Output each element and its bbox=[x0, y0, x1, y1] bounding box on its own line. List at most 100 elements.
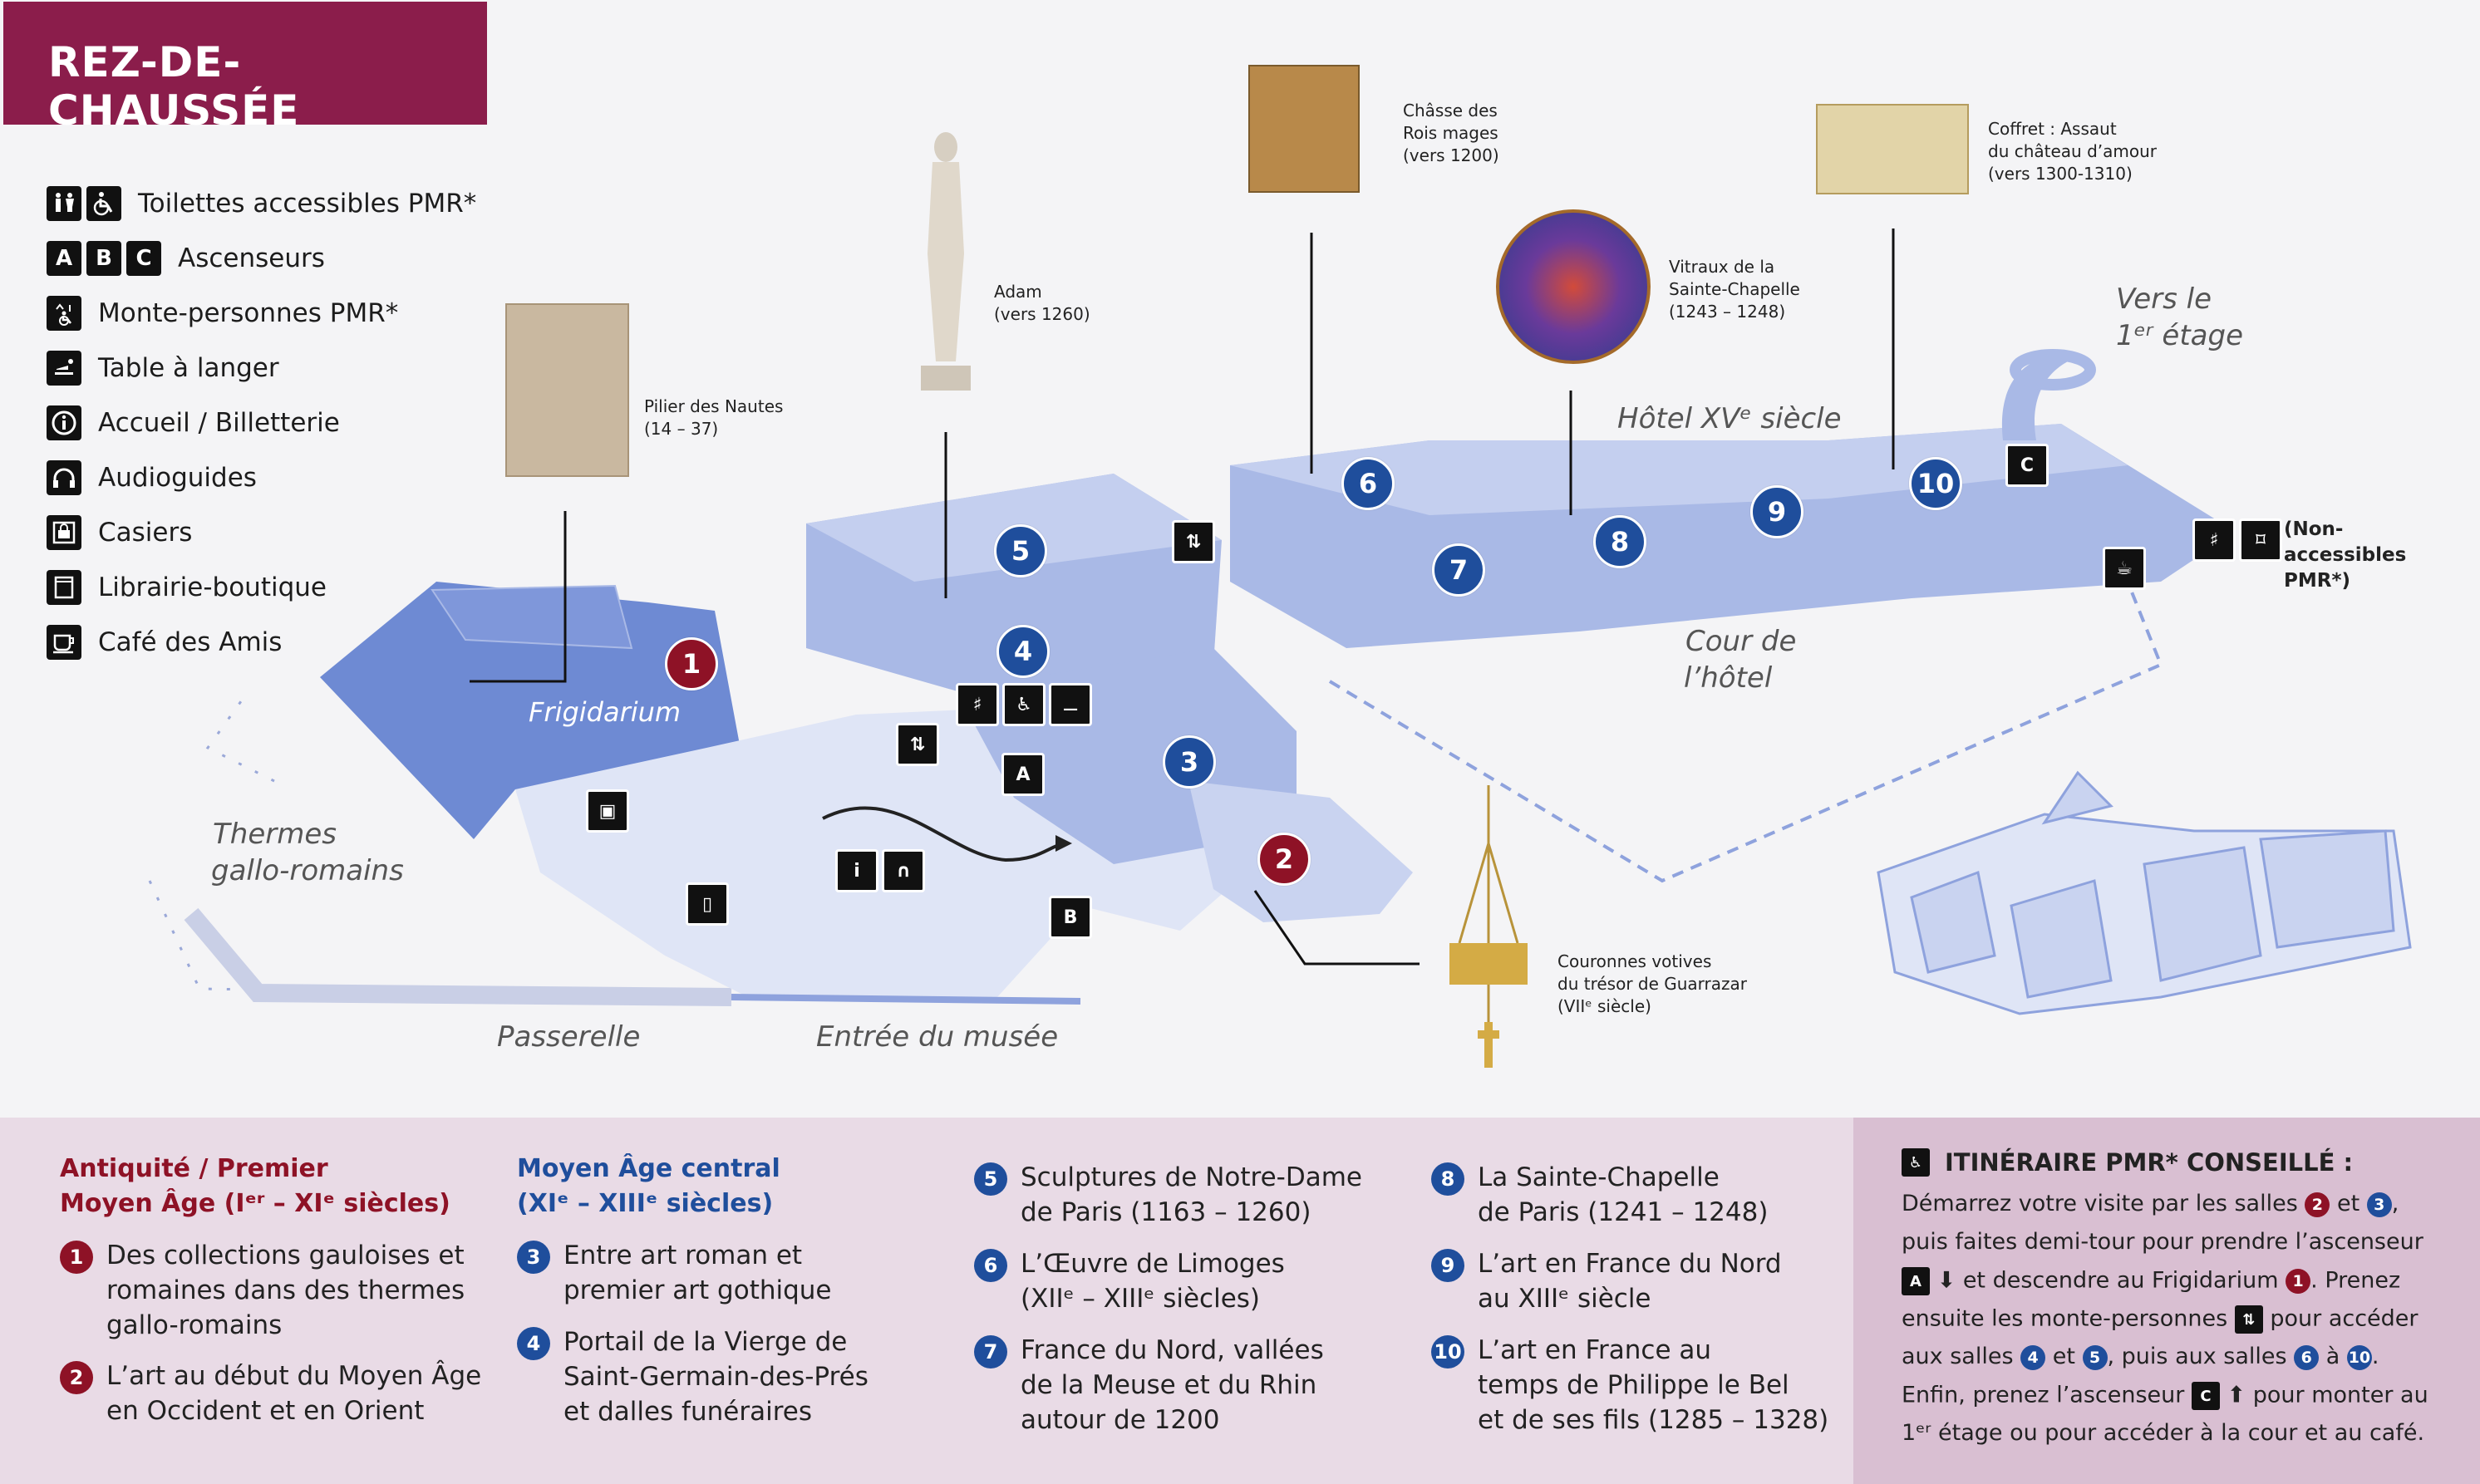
pmr-line: A ⬇ et descendre au Frigidarium 1. Prene… bbox=[1902, 1267, 2400, 1295]
room-4-marker[interactable]: 4 bbox=[996, 625, 1050, 678]
elevator-b-map-icon: B bbox=[1049, 896, 1092, 939]
wheelchair-icon: ♿ bbox=[1002, 683, 1046, 726]
vers-etage-label-1: Vers le bbox=[2116, 283, 2212, 316]
title-banner: REZ-DE-CHAUSSÉE bbox=[3, 2, 487, 135]
room-2-marker[interactable]: 2 bbox=[1257, 833, 1311, 886]
moyen-age-heading: Moyen Âge central (XIᵉ – XIIIᵉ siècles) bbox=[517, 1154, 780, 1218]
legend-item-lockers: Casiers bbox=[47, 512, 192, 553]
shop-map-icon: ▯ bbox=[686, 882, 729, 926]
wc-icon: ♯ bbox=[956, 683, 999, 726]
pmr-line: Démarrez votre visite par les salles 2 e… bbox=[1902, 1191, 2399, 1217]
down-arrow-icon: ⬇ bbox=[1936, 1267, 1956, 1294]
legend-label: Audioguides bbox=[98, 463, 257, 493]
room-8-marker[interactable]: 8 bbox=[1593, 515, 1646, 568]
room-5-marker[interactable]: 5 bbox=[994, 524, 1047, 577]
wc-icon bbox=[47, 186, 81, 221]
elevator-b-icon: B bbox=[86, 241, 121, 276]
wheelchair-icon bbox=[86, 186, 121, 221]
baby-change-icon: ⚊ bbox=[1049, 683, 1092, 726]
lift-map-icon: ⇅ bbox=[1172, 520, 1215, 563]
legend-label: Toilettes accessibles PMR* bbox=[138, 189, 477, 219]
cour-label-1: Cour de bbox=[1685, 625, 1797, 658]
antiquite-heading: Antiquité / Premier Moyen Âge (Iᵉʳ – XIᵉ… bbox=[60, 1154, 450, 1218]
lift-icon bbox=[47, 296, 81, 331]
pmr-panel bbox=[1853, 1118, 2480, 1484]
room-3-marker[interactable]: 3 bbox=[1163, 735, 1216, 789]
locker-map-icon: ▣ bbox=[586, 789, 629, 833]
room-9-marker[interactable]: 9 bbox=[1750, 485, 1803, 538]
legend-label: Casiers bbox=[98, 518, 193, 548]
thermes-label-1: Thermes bbox=[213, 818, 337, 851]
adam-caption: Adam(vers 1260) bbox=[994, 282, 1090, 324]
couronnes-votives-image bbox=[1443, 785, 1534, 1084]
entree-label: Entrée du musée bbox=[816, 1020, 1059, 1054]
elevator-a-icon: A bbox=[47, 241, 81, 276]
headphones-icon bbox=[47, 460, 81, 495]
legend-item-info: Accueil / Billetterie bbox=[47, 402, 340, 444]
legend-label: Ascenseurs bbox=[178, 243, 325, 273]
legend-label: Café des Amis bbox=[98, 627, 283, 657]
pilier-nautes-caption: Pilier des Nautes(14 – 37) bbox=[644, 396, 784, 439]
wheelchair-icon: ♿ bbox=[1902, 1148, 1930, 1177]
wc-icon: ♯ bbox=[2192, 518, 2236, 562]
thermes-ruins bbox=[148, 689, 1297, 1006]
elevator-c-map-icon: C bbox=[2005, 444, 2049, 487]
room-6-marker[interactable]: 6 bbox=[1341, 457, 1395, 510]
vitraux-image bbox=[1496, 209, 1651, 364]
up-arrow-icon: ⬆ bbox=[2227, 1382, 2246, 1408]
legend-label: Monte-personnes PMR* bbox=[98, 298, 399, 328]
non-accessible-label: (Non- accessibles PMR*) bbox=[2284, 518, 2407, 592]
cour-label-2: l’hôtel bbox=[1684, 661, 1773, 695]
elevator-c-icon: C bbox=[126, 241, 161, 276]
entrance-arrow bbox=[822, 806, 1065, 862]
locker-icon bbox=[47, 515, 81, 550]
headphones-icon: ∩ bbox=[882, 849, 925, 892]
elevator-a-icon: A bbox=[1902, 1267, 1930, 1295]
toilets-map-icons: ♯ ♿ ⚊ bbox=[956, 683, 1092, 726]
room-7-marker[interactable]: 7 bbox=[1432, 543, 1485, 597]
stairs-icon: ⌑ bbox=[2239, 518, 2282, 562]
spiral-stair bbox=[2001, 349, 2096, 440]
thermes-label-2: gallo-romains bbox=[211, 854, 404, 887]
legend-item-audio: Audioguides bbox=[47, 457, 257, 499]
info-audio-map-icons: i ∩ bbox=[835, 849, 925, 892]
legend-label: Table à langer bbox=[98, 353, 279, 383]
legend-item-shop: Librairie-boutique bbox=[47, 567, 327, 608]
legend-item-toilets: Toilettes accessibles PMR* bbox=[47, 183, 476, 224]
info-icon: i bbox=[835, 849, 878, 892]
legend-label: Librairie-boutique bbox=[98, 572, 327, 602]
lift-icon: ⇅ bbox=[2234, 1305, 2263, 1334]
passerelle-label: Passerelle bbox=[497, 1020, 641, 1054]
leader-lines bbox=[470, 228, 1895, 966]
pmr-line: aux salles 4 et 5, puis aux salles 6 à 1… bbox=[1902, 1344, 2379, 1370]
pilier-nautes-image bbox=[505, 303, 629, 477]
pmr-title: ♿ ITINÉRAIRE PMR* CONSEILLÉ : bbox=[1902, 1148, 2353, 1177]
cafe-icon bbox=[47, 625, 81, 660]
pmr-line: Enfin, prenez l’ascenseur C ⬆ pour monte… bbox=[1902, 1382, 2428, 1410]
legend-label: Accueil / Billetterie bbox=[98, 408, 340, 438]
lift-map-icon: ⇅ bbox=[896, 723, 939, 766]
courtyard-outline bbox=[1328, 581, 2163, 883]
pmr-line: ensuite les monte-personnes ⇅ pour accéd… bbox=[1902, 1305, 2418, 1334]
legend-item-elevators: A B C Ascenseurs bbox=[47, 238, 325, 279]
hotel-sketch bbox=[1877, 770, 2412, 1015]
room-1-marker[interactable]: 1 bbox=[665, 637, 718, 690]
room-10-marker[interactable]: 10 bbox=[1909, 457, 1962, 510]
hotel-label: Hôtel XVᵉ siècle bbox=[1617, 402, 1842, 435]
toilets-nonpmr-map-icons: ♯ ⌑ bbox=[2192, 518, 2282, 562]
pmr-line: 1ᵉʳ étage ou pour accéder à la cour et a… bbox=[1902, 1420, 2425, 1446]
legend-item-lift: Monte-personnes PMR* bbox=[47, 292, 398, 334]
elevator-c-icon: C bbox=[2191, 1382, 2220, 1410]
